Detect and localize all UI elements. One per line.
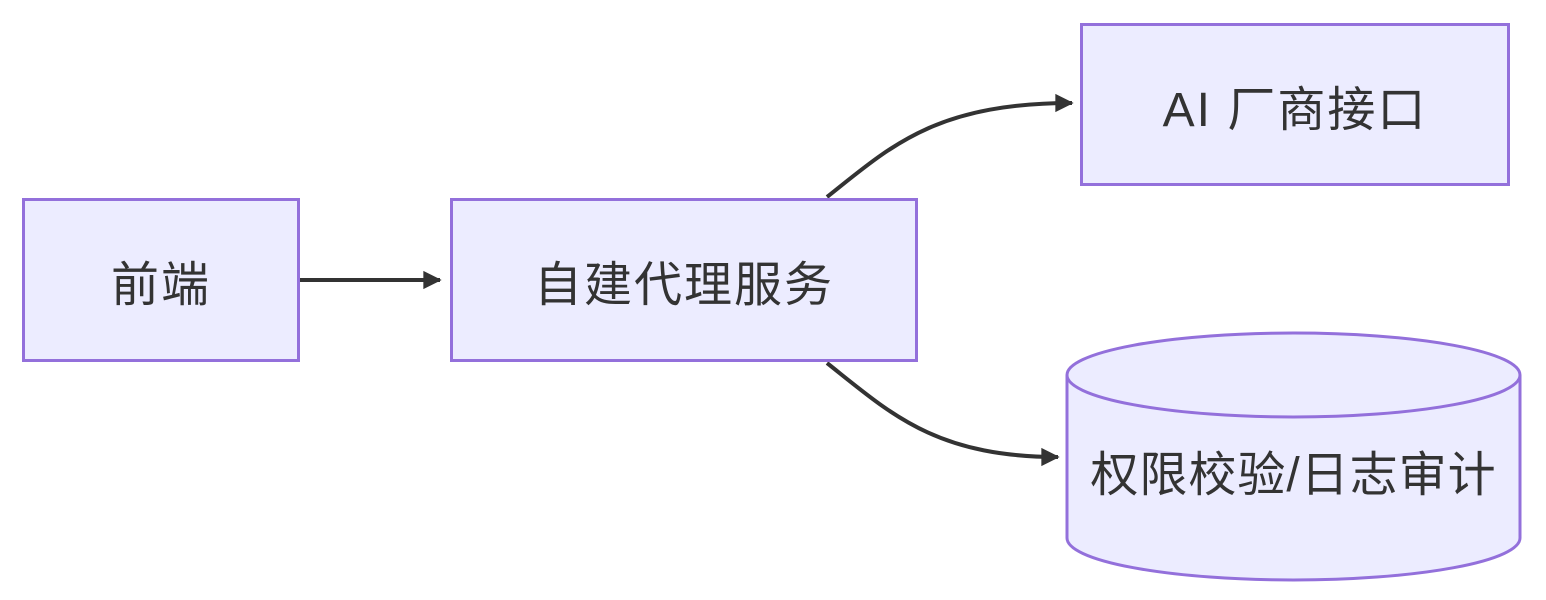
node-ai-vendor: AI 厂商接口 [1080,23,1510,186]
node-frontend: 前端 [22,198,300,362]
edge-proxy-to-ai-vendor [825,93,1074,199]
node-frontend-label: 前端 [110,259,211,312]
node-proxy: 自建代理服务 [450,198,918,362]
edge-proxy-to-audit [825,361,1060,467]
node-ai-vendor-label: AI 厂商接口 [1162,83,1428,137]
node-proxy-label: 自建代理服务 [533,259,834,312]
node-audit-cylinder [1065,331,1522,582]
node-audit-label-container: 权限校验/日志审计 [1067,430,1520,510]
cylinder-top-ellipse [1065,331,1522,419]
node-audit-label: 权限校验/日志审计 [1090,449,1497,502]
